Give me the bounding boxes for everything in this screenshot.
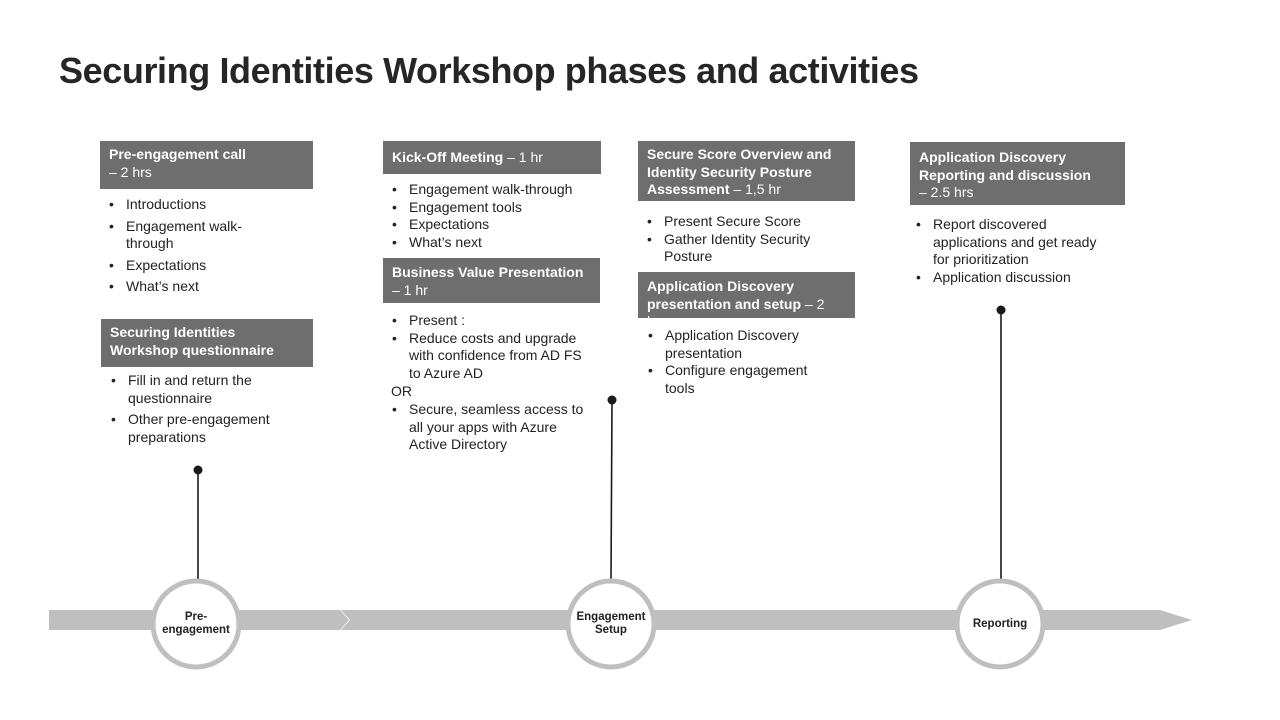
list-item: Present Secure Score (646, 213, 846, 231)
phase-label-pre-engagement: Pre-engagement (156, 600, 236, 648)
box-title: Securing Identities Workshop questionnai… (110, 324, 274, 358)
phase-label-line2: Setup (595, 624, 627, 636)
secure-score-overview-box: Secure Score Overview and Identity Secur… (638, 141, 855, 201)
box-title: Kick-Off Meeting (392, 149, 504, 165)
questionnaire-box: Securing Identities Workshop questionnai… (101, 319, 313, 367)
page-title: Securing Identities Workshop phases and … (59, 50, 919, 91)
business-value-presentation-box: Business Value Presentation – 1 hr (383, 258, 600, 303)
kick-off-meeting-box: Kick-Off Meeting – 1 hr (383, 141, 601, 174)
list-item: Application discussion (915, 269, 1115, 287)
secure-score-list: Present Secure Score Gather Identity Sec… (646, 213, 846, 266)
connector-dot-reporting (996, 305, 1006, 315)
connector-dot-engagement-setup (607, 395, 617, 405)
phase-label-line1: Engagement (576, 611, 646, 623)
connector-dot-pre-engagement (193, 465, 203, 475)
list-item: Other pre-engagement preparations (110, 411, 290, 446)
box-duration: – 2 hrs (647, 295, 825, 330)
box-title: Application Discovery presentation and s… (647, 278, 802, 312)
list-item: Engagement walk-through (108, 218, 254, 253)
timeline-arrow-main-segment (341, 610, 1192, 630)
business-value-alt-list: Secure, seamless access to all your apps… (391, 401, 591, 454)
list-item: Gather Identity Security Posture (646, 231, 846, 266)
phase-label-text: Reporting (972, 617, 1028, 630)
list-item: Report discovered applications and get r… (915, 216, 1115, 269)
list-item: Secure, seamless access to all your apps… (391, 401, 591, 454)
list-item: Engagement tools (391, 199, 591, 217)
list-item: Expectations (108, 257, 288, 275)
box-title: Application Discovery Reporting and disc… (919, 149, 1091, 183)
pre-engagement-call-box: Pre-engagement call – 2 hrs (100, 141, 313, 189)
phase-circle-reporting (954, 578, 1046, 670)
list-item: Reduce costs and upgrade with confidence… (391, 330, 591, 383)
list-item: Present : (391, 312, 591, 330)
list-item: What’s next (108, 278, 288, 296)
application-discovery-setup-list: Application Discovery presentation Confi… (647, 327, 827, 397)
application-discovery-reporting-list: Report discovered applications and get r… (915, 216, 1115, 286)
or-separator: OR (391, 383, 412, 399)
list-item: Introductions (108, 196, 288, 214)
box-duration: – 1 hr (507, 149, 543, 165)
phase-label-line1: Pre- (184, 611, 208, 623)
box-title: Pre-engagement call (109, 146, 246, 162)
list-item: Application Discovery presentation (647, 327, 827, 362)
box-duration: – 1,5 hr (733, 181, 781, 197)
business-value-list: Present : Reduce costs and upgrade with … (391, 312, 591, 382)
pre-engagement-call-list: Introductions Engagement walk-through Ex… (108, 196, 288, 300)
list-item: Configure engagement tools (647, 362, 827, 397)
box-duration: – 2.5 hrs (919, 184, 974, 200)
phase-label-reporting: Reporting (955, 600, 1045, 648)
kick-off-meeting-list: Engagement walk-through Engagement tools… (391, 181, 591, 251)
box-duration: – 1 hr (392, 281, 428, 298)
list-item: Engagement walk-through (391, 181, 591, 199)
box-duration: – 2 hrs (109, 163, 152, 180)
list-item: Fill in and return the questionnaire (110, 372, 290, 407)
box-title: Secure Score Overview and Identity Secur… (647, 146, 832, 197)
questionnaire-list: Fill in and return the questionnaire Oth… (110, 372, 290, 450)
application-discovery-reporting-box: Application Discovery Reporting and disc… (910, 142, 1125, 205)
application-discovery-setup-box: Application Discovery presentation and s… (638, 272, 855, 329)
list-item: Expectations (391, 216, 591, 234)
phase-circle-engagement-setup (565, 578, 657, 670)
list-item: What’s next (391, 234, 591, 252)
phase-circle-pre-engagement (150, 578, 242, 670)
box-title: Business Value Presentation (392, 264, 584, 280)
connector-line-engagement-setup (610, 399, 613, 581)
phase-label-line2: engagement (162, 624, 230, 636)
